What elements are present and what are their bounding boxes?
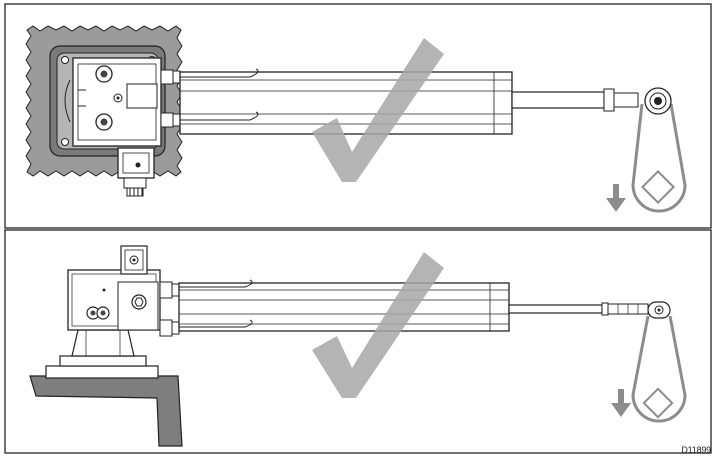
- deck-bracket: [29, 375, 183, 447]
- tiller-arm: [631, 315, 687, 423]
- figure-reference-code: D11899: [681, 445, 711, 455]
- panel-top: [4, 3, 712, 229]
- checkmark-icon: [312, 252, 444, 398]
- panel-bottom: [4, 229, 712, 454]
- arrow-down-icon: [606, 184, 626, 212]
- tiller-arm: [631, 103, 687, 213]
- arrow-down-icon: [611, 389, 631, 417]
- checkmark-icon: [312, 38, 444, 182]
